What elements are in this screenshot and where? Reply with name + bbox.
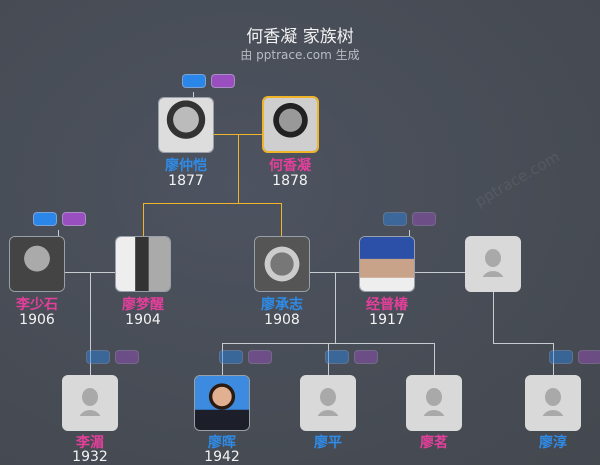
connector <box>553 343 554 375</box>
person-name: 廖平 <box>314 435 342 451</box>
person-year: 1908 <box>264 312 300 328</box>
connector <box>143 203 144 236</box>
person-photo <box>116 237 170 291</box>
placeholder-avatar-icon <box>526 376 580 430</box>
connector <box>222 343 223 375</box>
expand-father-button[interactable] <box>182 74 206 88</box>
person-card-unknown[interactable] <box>465 236 521 292</box>
person-card-liao-mengxing[interactable] <box>115 236 171 292</box>
connector <box>493 292 494 343</box>
connector <box>328 343 329 375</box>
person-name: 廖仲恺 <box>165 158 207 174</box>
person-photo <box>10 237 64 291</box>
person-card-jing-puchun[interactable] <box>359 236 415 292</box>
person-photo <box>255 237 309 291</box>
person-name: 何香凝 <box>269 158 311 174</box>
person-card-li-shaoshi[interactable] <box>9 236 65 292</box>
person-photo <box>264 98 317 151</box>
connector <box>434 343 435 375</box>
watermark: pptrace.com <box>471 147 563 211</box>
page-title: 何香凝 家族树 <box>246 27 354 47</box>
connector <box>90 272 91 375</box>
expand-father-button[interactable] <box>86 350 110 364</box>
couple-connector <box>310 272 359 273</box>
expand-mother-button[interactable] <box>578 350 600 364</box>
person-photo <box>360 237 414 291</box>
person-card-liao-chun[interactable] <box>525 375 581 431</box>
person-name: 廖梦醒 <box>122 297 164 313</box>
person-name: 李湄 <box>76 435 104 451</box>
expand-mother-button[interactable] <box>354 350 378 364</box>
person-card-li-mei[interactable] <box>62 375 118 431</box>
expand-mother-button[interactable] <box>62 212 86 226</box>
connector <box>58 230 59 236</box>
person-year: 1942 <box>204 449 240 465</box>
person-card-liao-ping[interactable] <box>300 375 356 431</box>
person-year: 1932 <box>72 449 108 465</box>
expand-mother-button[interactable] <box>115 350 139 364</box>
expand-father-button[interactable] <box>325 350 349 364</box>
person-photo <box>159 98 213 152</box>
expand-father-button[interactable] <box>383 212 407 226</box>
placeholder-avatar-icon <box>301 376 355 430</box>
person-card-liao-zhongkai[interactable] <box>158 97 214 153</box>
connector <box>238 134 239 203</box>
connector <box>409 230 410 236</box>
person-name: 廖承志 <box>261 297 303 313</box>
connector <box>493 343 553 344</box>
connector <box>281 203 282 236</box>
connector <box>193 92 194 98</box>
placeholder-avatar-icon <box>63 376 117 430</box>
person-year: 1904 <box>125 312 161 328</box>
person-card-liao-hui[interactable] <box>194 375 250 431</box>
person-card-he-xiangning[interactable] <box>262 96 319 153</box>
person-card-liao-ming[interactable] <box>406 375 462 431</box>
connector <box>335 272 336 343</box>
person-name: 廖淳 <box>539 435 567 451</box>
person-year: 1917 <box>369 312 405 328</box>
person-year: 1906 <box>19 312 55 328</box>
person-year: 1877 <box>168 173 204 189</box>
placeholder-avatar-icon <box>466 237 520 291</box>
person-name: 廖晖 <box>208 435 236 451</box>
person-photo <box>195 376 249 430</box>
expand-mother-button[interactable] <box>211 74 235 88</box>
person-name: 经普椿 <box>366 297 408 313</box>
person-card-liao-chengzhi[interactable] <box>254 236 310 292</box>
expand-father-button[interactable] <box>549 350 573 364</box>
expand-mother-button[interactable] <box>412 212 436 226</box>
expand-mother-button[interactable] <box>248 350 272 364</box>
person-name: 廖茗 <box>420 435 448 451</box>
expand-father-button[interactable] <box>219 350 243 364</box>
couple-connector <box>415 272 465 273</box>
expand-father-button[interactable] <box>33 212 57 226</box>
placeholder-avatar-icon <box>407 376 461 430</box>
page-subtitle: 由 pptrace.com 生成 <box>240 48 360 62</box>
connector <box>143 203 282 204</box>
person-year: 1878 <box>272 173 308 189</box>
person-name: 李少石 <box>16 297 58 313</box>
